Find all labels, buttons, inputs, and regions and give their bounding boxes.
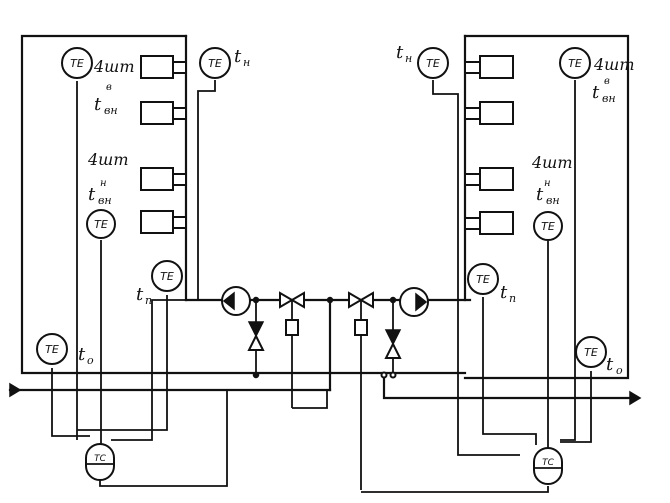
controller-tag: TC: [94, 454, 106, 464]
right-lower-t: t: [536, 184, 544, 205]
left-lower-t: t: [88, 184, 96, 205]
sensor-tag: TE: [584, 346, 598, 359]
right-supply-t: t: [500, 282, 508, 303]
sensor-tag: TE: [94, 218, 108, 231]
left-pump-icon: [221, 286, 251, 316]
left-building-outline: [20, 34, 332, 375]
sensor-tag: TE: [70, 57, 84, 70]
sensor-tag: TE: [476, 273, 490, 286]
right-controller: TC: [533, 447, 563, 485]
right-heater-1: [464, 55, 514, 79]
right-sensor-outdoor: TE: [417, 47, 520, 456]
central-plant: [8, 286, 642, 490]
right-upper-t: t: [592, 82, 600, 103]
sensor-tag: TE: [426, 57, 440, 70]
left-lower-sub: вн: [98, 194, 112, 207]
right-outdoor-t: t: [396, 42, 404, 63]
right-return-sub: о: [616, 364, 623, 377]
left-upper-t: t: [94, 94, 102, 115]
left-lower-count: 4шт: [87, 150, 129, 169]
left-heater-4: [140, 210, 187, 234]
right-upper-count: 4шт: [593, 55, 635, 74]
left-lower-sup: н: [100, 178, 107, 189]
right-outdoor-sub: н: [405, 52, 412, 65]
left-upper-sub: вн: [104, 104, 118, 117]
left-supply-t: t: [136, 284, 144, 305]
left-upper-sup: в: [106, 82, 112, 93]
left-outdoor-sub: н: [243, 56, 250, 69]
sensor-tag: TE: [541, 220, 555, 233]
right-sensor-return: TE: [560, 336, 607, 443]
left-return-t: t: [78, 344, 86, 365]
left-heater-3: [140, 167, 187, 191]
sensor-tag: TE: [568, 57, 582, 70]
left-outdoor-t: t: [234, 46, 242, 67]
right-check-valve-icon: [380, 296, 402, 379]
right-lower-count: 4шт: [531, 153, 573, 172]
left-unit: TE 4шт в t вн TE 4шт н t вн TE t н TE t: [20, 34, 332, 487]
right-heater-2: [464, 101, 514, 125]
left-heater-2: [140, 101, 187, 125]
right-sensor-supply: TE: [467, 263, 537, 445]
main-outlet-line: [382, 371, 632, 400]
left-heater-1: [140, 55, 187, 79]
outlet-arrow-icon: [629, 390, 642, 406]
right-lower-sup: н: [544, 178, 551, 189]
right-upper-sub: вн: [602, 92, 616, 105]
left-sensor-indoor-lower: TE: [86, 209, 116, 440]
left-supply-sub: п: [145, 294, 152, 307]
left-sensor-outdoor: TE: [197, 47, 231, 300]
right-building-outline: [463, 34, 630, 380]
left-sensor-supply: TE: [77, 260, 183, 431]
right-upper-sup: в: [604, 76, 610, 87]
right-sensor-indoor-upper: TE: [559, 47, 591, 441]
right-heater-3: [464, 167, 514, 191]
left-upper-count: 4шт: [93, 57, 135, 76]
left-controller: TC: [85, 443, 115, 481]
left-return-sub: о: [87, 354, 94, 367]
right-sensor-indoor-lower: TE: [533, 211, 563, 445]
right-pump-icon: [399, 287, 429, 317]
inlet-arrow-icon: [9, 382, 22, 398]
right-lower-sub: вн: [546, 194, 560, 207]
right-control-valve-icon: [348, 291, 374, 490]
left-sensor-return: TE: [36, 333, 90, 437]
right-supply-sub: п: [509, 292, 516, 305]
left-sensor-indoor-upper: TE: [61, 47, 93, 440]
controller-tag: TC: [542, 458, 554, 468]
sensor-tag: TE: [45, 343, 59, 356]
sensor-tag: TE: [160, 270, 174, 283]
left-check-valve-icon: [247, 296, 265, 379]
right-return-t: t: [606, 354, 614, 375]
right-unit: TE t н TE 4шт в t вн TE 4шт н t вн TE t: [361, 34, 635, 493]
left-control-valve-icon: [279, 291, 328, 409]
sensor-tag: TE: [208, 57, 222, 70]
right-heater-4: [464, 211, 514, 235]
